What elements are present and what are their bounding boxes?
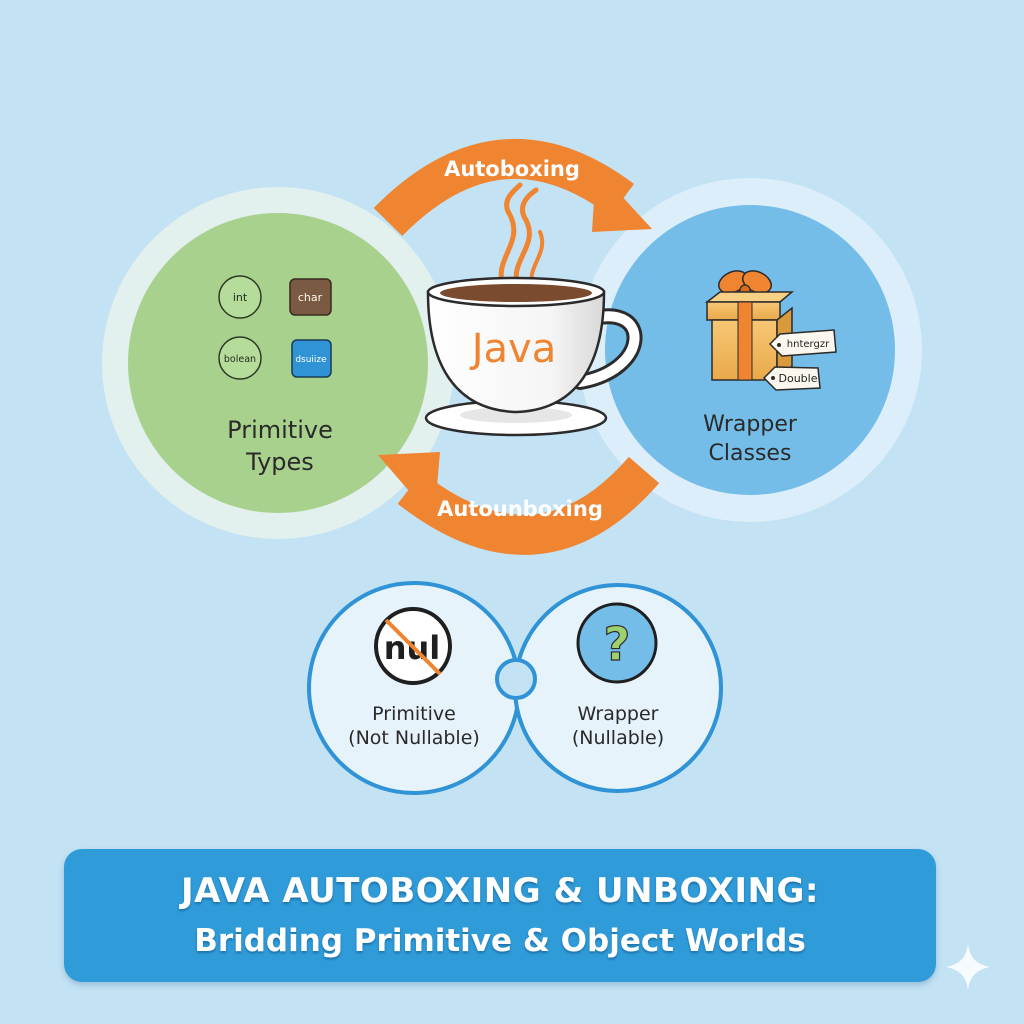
question-mark-icon: ? <box>576 602 658 684</box>
chip-bolean: bolean <box>218 336 262 380</box>
tag-double: Double <box>762 366 821 391</box>
autoboxing-label: Autoboxing <box>444 157 580 181</box>
chip-char-label: char <box>298 291 323 304</box>
java-cup-label: Java <box>469 326 557 372</box>
wrapper-classes-label: Wrapper Classes <box>630 410 870 468</box>
autoboxing-arrow: Autoboxing <box>373 139 652 237</box>
chip-double: dsuiize <box>291 339 332 378</box>
autounboxing-arrow: Autounboxing <box>378 452 660 555</box>
chip-bolean-label: bolean <box>224 354 256 365</box>
autounboxing-label: Autounboxing <box>437 497 603 521</box>
chip-double-label: dsuiize <box>295 355 327 365</box>
tag-double-label: Double <box>779 372 818 385</box>
tag-integer-label: hntergzr <box>787 339 830 350</box>
wrapper-nullable-line1: Wrapper <box>577 703 659 725</box>
chip-int: int <box>218 275 262 319</box>
wrapper-nullable-line2: (Nullable) <box>571 727 665 749</box>
primitive-types-line1: Primitive <box>227 416 333 444</box>
banner-subtitle: Bridding Primitive & Object Worlds <box>194 923 806 959</box>
tag-integer: hntergzr <box>768 329 837 357</box>
null-forbidden-icon: nul <box>374 607 452 685</box>
wrapper-classes-line1: Wrapper <box>703 412 797 437</box>
primitive-not-nullable-line1: Primitive <box>372 703 456 725</box>
java-cup-icon: Java <box>424 182 643 437</box>
primitive-not-nullable-line2: (Not Nullable) <box>348 727 480 749</box>
primitive-types-circle <box>102 187 454 539</box>
chip-char: char <box>289 278 332 316</box>
chip-int-label: int <box>233 291 248 304</box>
wrapper-nullable-label: Wrapper (Nullable) <box>528 702 708 750</box>
primitive-types-label: Primitive Types <box>160 414 400 478</box>
primitive-not-nullable-label: Primitive (Not Nullable) <box>324 702 504 750</box>
question-icon-text: ? <box>604 617 631 671</box>
primitive-types-line2: Types <box>246 448 314 476</box>
connector-ring <box>495 658 537 700</box>
title-banner: JAVA AUTOBOXING & UNBOXING: Bridding Pri… <box>64 849 936 982</box>
wrapper-classes-line2: Classes <box>708 441 792 466</box>
banner-title: JAVA AUTOBOXING & UNBOXING: <box>181 871 819 911</box>
sparkle-icon <box>946 944 990 990</box>
